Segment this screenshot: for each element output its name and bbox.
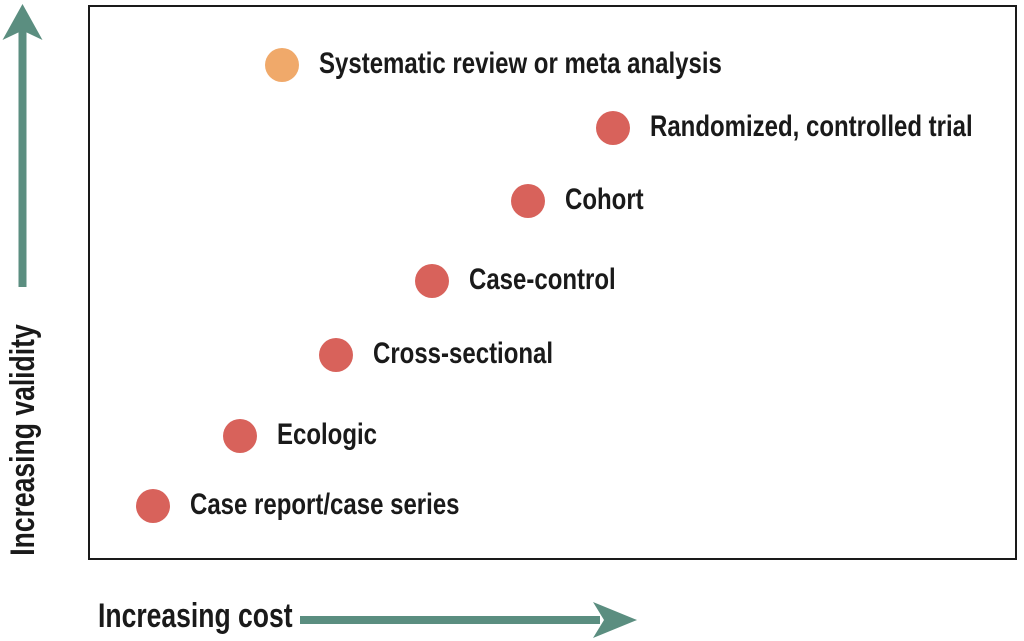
point-label-case-report-case-series: Case report/case series xyxy=(190,488,460,522)
point-dot-cohort xyxy=(511,183,546,218)
x-axis-arrow-icon xyxy=(300,602,637,638)
point-label-randomized-controlled-trial: Randomized, controlled trial xyxy=(649,110,973,144)
point-dot-case-control xyxy=(414,263,449,298)
plot-area: Case report/case series Ecologic Cross-sec… xyxy=(88,5,1017,560)
point-dot-ecologic xyxy=(223,419,258,454)
point-label-cross-sectional: Cross-sectional xyxy=(373,337,554,371)
point-label-cohort: Cohort xyxy=(565,182,644,216)
point-label-case-control: Case-control xyxy=(468,262,616,296)
x-axis-label: Increasing cost xyxy=(98,597,293,635)
point-dot-systematic-review-or-meta-analysis xyxy=(265,47,300,82)
y-axis-label: Increasing validity xyxy=(4,324,42,556)
point-label-ecologic: Ecologic xyxy=(277,418,378,452)
plot-border xyxy=(88,5,1017,560)
point-label-systematic-review-or-meta-analysis: Systematic review or meta analysis xyxy=(319,46,723,80)
point-dot-case-report-case-series xyxy=(136,489,171,524)
y-axis-arrow-icon xyxy=(2,4,43,287)
point-dot-cross-sectional xyxy=(319,338,354,373)
point-dot-randomized-controlled-trial xyxy=(595,111,630,146)
